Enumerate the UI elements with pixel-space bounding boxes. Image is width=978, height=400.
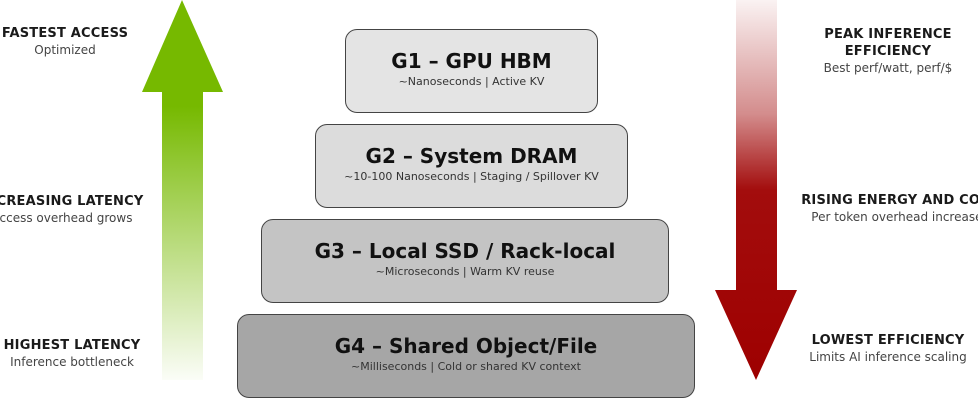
label-title: PEAK INFERENCE EFFICIENCY: [824, 27, 952, 59]
left-label-increasing: INCREASING LATENCY Access overhead grows: [0, 193, 144, 226]
left-label-highest: HIGHEST LATENCY Inference bottleneck: [4, 337, 141, 370]
tier-title: G2 – System DRAM: [365, 144, 578, 168]
tier-title: G4 – Shared Object/File: [334, 334, 598, 358]
tier-subtitle: ~Nanoseconds | Active KV: [398, 75, 545, 88]
label-subtitle: Limits AI inference scaling: [809, 350, 967, 364]
tier-title: G3 – Local SSD / Rack-local: [314, 239, 616, 263]
right-label-peak: PEAK INFERENCE EFFICIENCY Best perf/watt…: [818, 26, 958, 76]
tier-subtitle: ~Microseconds | Warm KV reuse: [375, 265, 555, 278]
label-title: LOWEST EFFICIENCY: [811, 333, 965, 348]
label-title: HIGHEST LATENCY: [3, 338, 141, 353]
label-subtitle: Per token overhead increases: [811, 210, 978, 224]
left-label-fastest: FASTEST ACCESS Optimized: [2, 25, 128, 58]
right-label-rising: RISING ENERGY AND COST Per token overhea…: [801, 192, 978, 225]
label-subtitle: Optimized: [34, 43, 96, 57]
latency-arrow-up: [142, 0, 223, 380]
efficiency-arrow-down: [715, 0, 797, 380]
label-subtitle: Access overhead grows: [0, 211, 133, 225]
right-label-lowest: LOWEST EFFICIENCY Limits AI inference sc…: [809, 332, 966, 365]
label-subtitle: Inference bottleneck: [10, 355, 134, 369]
tier-title: G1 – GPU HBM: [391, 49, 552, 73]
tier-subtitle: ~Milliseconds | Cold or shared KV contex…: [351, 360, 581, 373]
label-title: FASTEST ACCESS: [1, 26, 129, 41]
tier-g1: G1 – GPU HBM ~Nanoseconds | Active KV: [345, 29, 598, 113]
tier-g3: G3 – Local SSD / Rack-local ~Microsecond…: [261, 219, 669, 303]
label-title: INCREASING LATENCY: [0, 194, 144, 209]
tier-g4: G4 – Shared Object/File ~Milliseconds | …: [237, 314, 695, 398]
label-subtitle: Best perf/watt, perf/$: [823, 61, 953, 75]
tier-g2: G2 – System DRAM ~10-100 Nanoseconds | S…: [315, 124, 628, 208]
tier-subtitle: ~10-100 Nanoseconds | Staging / Spillove…: [344, 170, 599, 183]
label-title: RISING ENERGY AND COST: [801, 193, 978, 208]
